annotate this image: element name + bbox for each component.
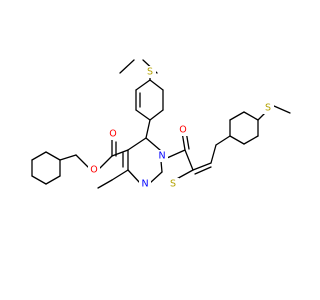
bond [45,151,61,161]
atom-label-s-right: S [265,103,271,114]
bond [184,149,194,171]
bond [97,179,113,189]
atom-label-bg [107,128,119,140]
bond [119,59,135,74]
atom-label-n-imine: N [141,179,148,190]
atom-labels: S S O O O N N S [88,66,274,190]
atom-label-bg [139,178,151,190]
bond [111,169,129,181]
bond [210,144,217,164]
bond [243,135,259,145]
atom-label-s-top: S [147,67,153,78]
bond [149,109,164,121]
bond [31,151,47,161]
bond [59,154,77,161]
atom-label-o-ester: O [90,165,97,176]
molecule-structure-diagram: S S O O O N N S [31,59,291,190]
bond [149,79,164,91]
bond [75,154,89,168]
bond [243,111,259,121]
bond [99,155,113,169]
atom-label-bg [262,102,274,114]
bond [145,137,161,151]
bond [215,135,231,146]
bond [135,109,151,121]
atom-label-n-ring: N [158,151,165,162]
atom-label-s-ring: S [170,179,176,190]
bonds [31,59,291,189]
bond [166,149,186,159]
atom-label-bg [156,150,168,162]
atom-label-bg [144,66,156,78]
atom-label-bg [88,164,100,176]
bond [149,171,163,184]
bond [31,175,47,185]
bond [45,175,61,185]
atom-label-bg [167,178,179,190]
bond [194,166,212,175]
bond [229,135,245,145]
bond [111,149,129,157]
bond [192,162,212,171]
atom-label-bg [177,124,189,136]
atom-label-o-ester-carbonyl: O [109,129,116,140]
bond [229,111,245,121]
bond [145,119,151,139]
bond [127,137,147,151]
bond [135,79,151,91]
atom-label-o-ketone: O [179,125,186,136]
bond [273,105,291,114]
bond [127,169,141,184]
